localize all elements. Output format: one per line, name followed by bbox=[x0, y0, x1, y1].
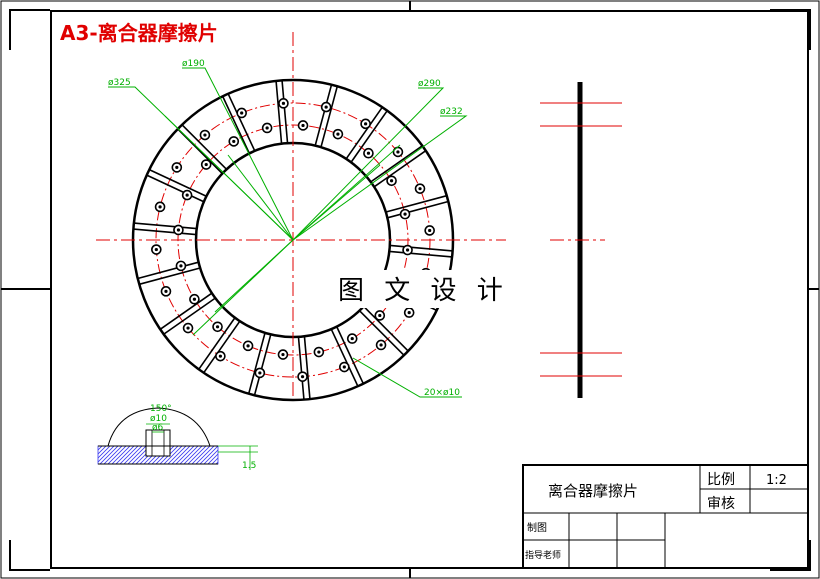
rivet-hole-center bbox=[342, 365, 346, 369]
rivet-hole-center bbox=[158, 205, 162, 209]
rivet-hole-center bbox=[389, 179, 394, 183]
groove-line bbox=[370, 145, 423, 183]
groove-line bbox=[385, 194, 447, 213]
rivet-hole-center bbox=[176, 228, 181, 232]
groove-line bbox=[247, 332, 266, 394]
rivet-hole-center bbox=[366, 151, 371, 155]
scale-value: 1:2 bbox=[766, 473, 787, 488]
dimension-leaders bbox=[108, 67, 468, 398]
drawn-label: 制图 bbox=[527, 521, 547, 534]
rivet-holes bbox=[151, 98, 435, 382]
rivet-hole-center bbox=[281, 101, 286, 105]
groove-line bbox=[133, 222, 197, 230]
dim-d190: ø190 bbox=[182, 59, 205, 69]
groove-line bbox=[227, 93, 256, 152]
groove-line bbox=[253, 334, 272, 396]
detail-angle: 150° bbox=[150, 404, 172, 414]
groove-line bbox=[387, 200, 449, 219]
watermark-text: 图 文 设 计 bbox=[338, 276, 509, 306]
detail-d10: ø10 bbox=[150, 414, 167, 424]
groove-line bbox=[275, 80, 283, 144]
groove-line bbox=[146, 174, 205, 203]
rivet-hole-center bbox=[215, 325, 220, 329]
rivet-hole-center bbox=[240, 111, 244, 115]
watermark-background bbox=[334, 270, 490, 308]
dim-holes: 20×ø10 bbox=[424, 388, 460, 398]
groove-line bbox=[314, 84, 333, 146]
rivet-hole-center bbox=[378, 313, 382, 318]
detail-thickness: 1.5 bbox=[242, 461, 256, 471]
disc-side-view bbox=[540, 82, 622, 398]
rivet-hole-center bbox=[203, 133, 207, 137]
groove-line bbox=[221, 95, 251, 154]
groove-line bbox=[320, 86, 339, 148]
rivet-hole-center bbox=[164, 289, 168, 293]
detail-d6: ø6 bbox=[152, 423, 164, 433]
rivet-hole-center bbox=[232, 139, 236, 144]
rivet-hole-center bbox=[265, 126, 269, 130]
rivet-hole-center bbox=[218, 354, 223, 358]
groove-line bbox=[389, 244, 453, 252]
rivet-hole-center bbox=[405, 248, 410, 252]
groove-line bbox=[281, 80, 289, 144]
dim-d290: ø290 bbox=[418, 79, 441, 89]
groove-line bbox=[159, 292, 213, 330]
groove-line bbox=[389, 250, 453, 258]
title-block bbox=[522, 464, 809, 569]
review-label: 审核 bbox=[707, 496, 735, 512]
groove-line bbox=[350, 110, 388, 163]
scale-label: 比例 bbox=[707, 472, 735, 488]
groove-line bbox=[373, 150, 427, 188]
rivet-hole-center bbox=[258, 371, 262, 375]
rivet-hole-center bbox=[246, 344, 250, 348]
rivet-hole-center bbox=[396, 150, 400, 154]
rivet-hole-center bbox=[350, 336, 354, 341]
groove-line bbox=[297, 336, 305, 400]
rivet-hole-center bbox=[428, 228, 432, 233]
groove-line bbox=[148, 168, 207, 198]
rivet-hole-center bbox=[204, 162, 208, 167]
rivet-hole-center bbox=[336, 132, 340, 136]
dim-d325: ø325 bbox=[108, 78, 131, 88]
rivet-hole-center bbox=[363, 122, 368, 126]
rivet-hole-center bbox=[324, 105, 328, 109]
groove-line bbox=[198, 317, 236, 370]
rivet-hole-center bbox=[300, 375, 305, 379]
rivet-hole-center bbox=[154, 247, 158, 252]
groove-line bbox=[330, 328, 359, 387]
groove-line bbox=[133, 228, 197, 236]
rivet-hole-center bbox=[301, 123, 305, 128]
groove-line bbox=[137, 261, 199, 280]
groove-line bbox=[177, 128, 223, 175]
groove-line bbox=[345, 106, 383, 160]
rivet-hole-center bbox=[185, 193, 189, 197]
dim-d232: ø232 bbox=[440, 107, 463, 117]
groove-line bbox=[335, 326, 365, 385]
part-name: 离合器摩擦片 bbox=[548, 482, 638, 500]
groove-line bbox=[181, 124, 228, 170]
rivet-hole-center bbox=[175, 165, 179, 170]
drawing-title: A3-离合器摩擦片 bbox=[60, 21, 218, 45]
disc-front-view bbox=[96, 32, 506, 402]
rivet-hole-center bbox=[179, 264, 183, 268]
rivet-hole-center bbox=[317, 350, 321, 354]
rivet-hole-center bbox=[281, 352, 285, 357]
rivet-hole-center bbox=[403, 212, 407, 216]
rivet-hole-center bbox=[192, 297, 197, 301]
groove-line bbox=[163, 297, 216, 335]
advisor-label: 指导老师 bbox=[525, 549, 561, 561]
groove-line bbox=[203, 320, 241, 374]
rivet-section-detail: 150° ø10 ø6 1.5 bbox=[97, 404, 258, 471]
rivet-hole-center bbox=[186, 326, 190, 330]
groove-line bbox=[363, 305, 409, 352]
groove-line bbox=[303, 336, 311, 400]
groove-line bbox=[139, 267, 201, 286]
rivet-hole-center bbox=[418, 187, 422, 191]
rivet-hole-center bbox=[407, 310, 411, 315]
groove-line bbox=[358, 310, 405, 356]
rivet-hole-center bbox=[379, 343, 383, 347]
